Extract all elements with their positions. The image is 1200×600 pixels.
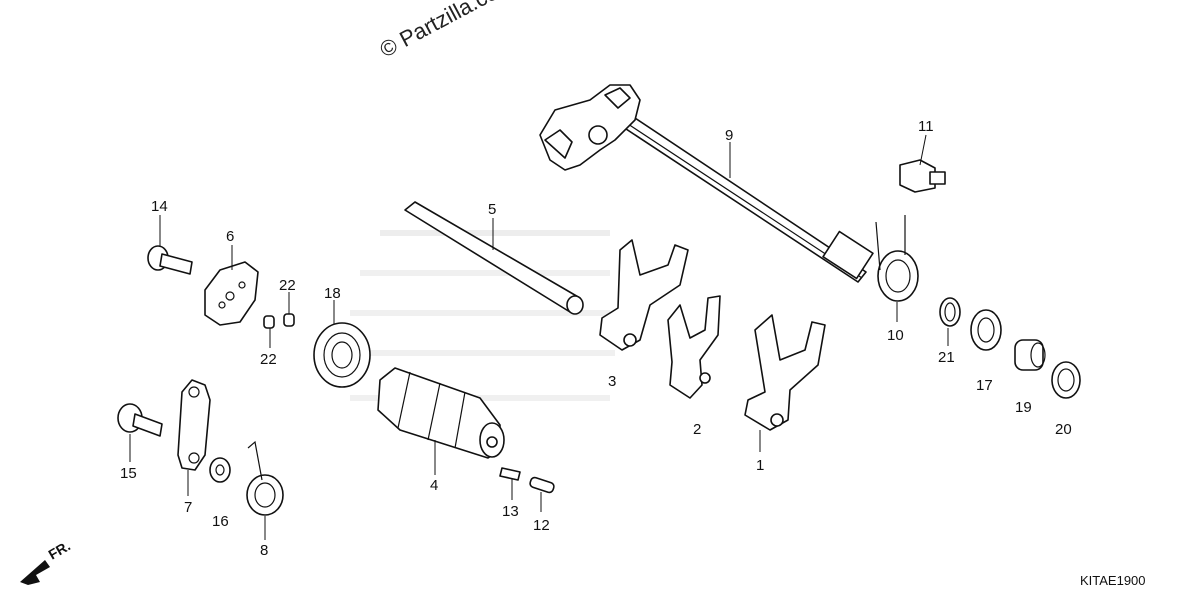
part-5-fork-shaft[interactable] [404,201,584,315]
callout-1: 1 [756,457,764,474]
part-16-washer[interactable] [209,457,231,483]
callout-19: 19 [1015,399,1032,416]
diagram-code: KITAE1900 [1080,573,1146,588]
callout-10: 10 [887,327,904,344]
callout-6: 6 [226,228,234,245]
callout-22-top: 22 [279,277,296,294]
part-10-return-spring[interactable] [875,215,919,302]
front-arrow-icon [20,560,50,585]
part-2-shift-fork[interactable] [667,295,721,399]
callout-12: 12 [533,517,550,534]
callout-13: 13 [502,503,519,520]
part-15-bolt[interactable] [117,403,163,437]
part-18-bearing[interactable] [313,322,371,388]
part-12-pin[interactable] [529,476,555,494]
part-1-shift-fork[interactable] [744,314,826,431]
part-7-stopper-arm[interactable] [177,379,211,471]
part-22-dowel-pins[interactable] [263,313,295,329]
part-17-washer[interactable] [970,309,1002,351]
callout-2: 2 [693,421,701,438]
callout-3: 3 [608,373,616,390]
part-11-bolt[interactable] [899,159,946,193]
callout-14: 14 [151,198,168,215]
part-19-needle-bearing[interactable] [1014,339,1046,371]
callout-16: 16 [212,513,229,530]
callout-21: 21 [938,349,955,366]
part-6-drum-center[interactable] [204,261,259,326]
callout-4: 4 [430,477,438,494]
callout-8: 8 [260,542,268,559]
callout-labels: 1 2 3 4 5 6 7 8 9 10 11 12 13 14 15 16 1… [120,118,1072,559]
callout-20: 20 [1055,421,1072,438]
front-direction-marker: FR. [20,537,73,585]
part-4-shift-drum[interactable] [377,367,505,459]
callout-5: 5 [488,201,496,218]
part-3-shift-fork[interactable] [599,239,689,351]
callout-9: 9 [725,127,733,144]
part-9-shift-spindle[interactable] [539,84,874,283]
part-21-circlip[interactable] [939,297,961,327]
part-14-bolt[interactable] [147,245,193,275]
callout-22-bottom: 22 [260,351,277,368]
part-20-oil-seal[interactable] [1051,361,1081,399]
part-13-spring[interactable] [499,467,521,481]
callout-17: 17 [976,377,993,394]
part-8-stopper-spring[interactable] [246,440,284,516]
leader-lines [129,134,949,540]
callout-18: 18 [324,285,341,302]
callout-15: 15 [120,465,137,482]
callout-11: 11 [918,118,934,135]
watermark-text: © Partzilla.com [376,0,519,62]
front-label: FR. [46,537,74,562]
callout-7: 7 [184,499,192,516]
